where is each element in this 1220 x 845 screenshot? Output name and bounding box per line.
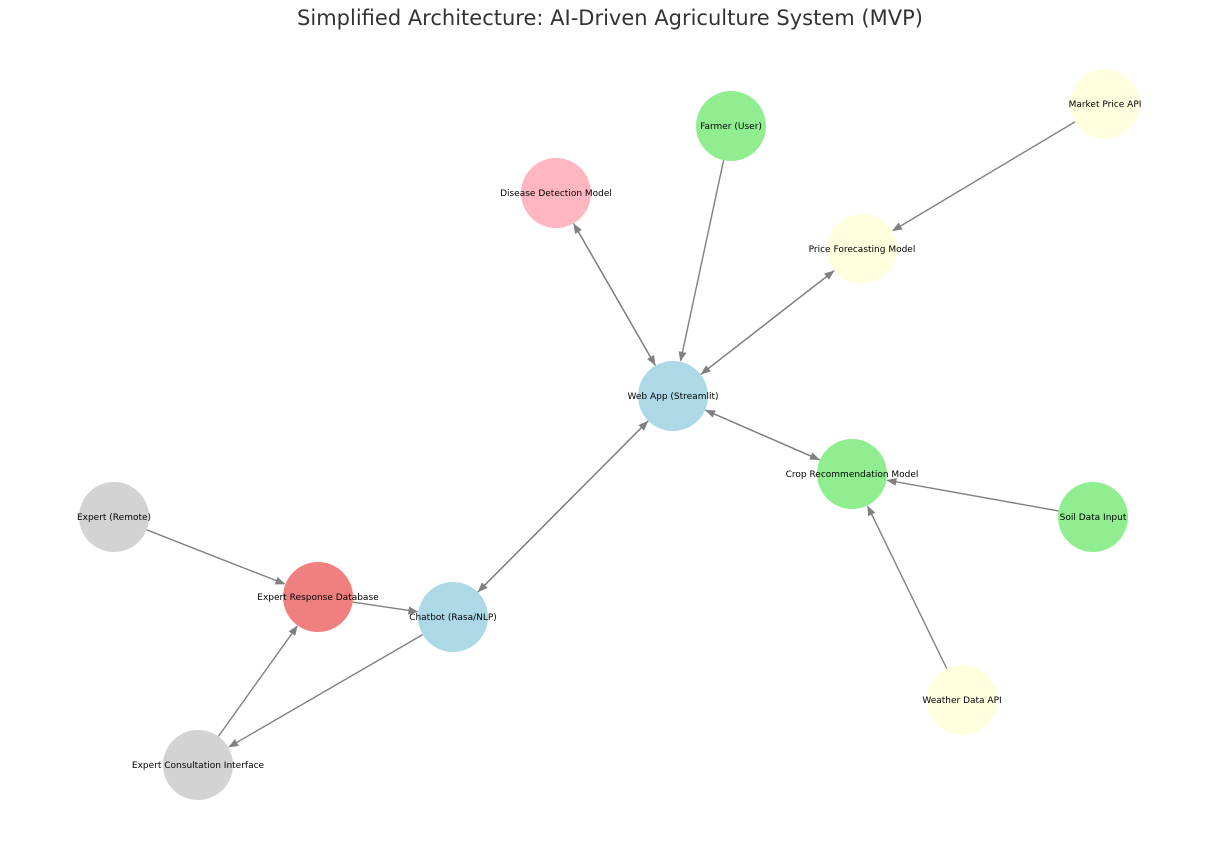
- node-label-expert: Expert (Remote): [77, 513, 151, 523]
- node-expert: Expert (Remote): [77, 482, 151, 552]
- node-market: Market Price API: [1069, 69, 1142, 139]
- node-circle-expertdb: [283, 562, 353, 632]
- node-label-weather: Weather Data API: [922, 696, 1001, 706]
- node-label-expertdb: Expert Response Database: [257, 593, 379, 603]
- node-label-price: Price Forecasting Model: [809, 245, 916, 255]
- edge-crop-to-webapp: [705, 409, 821, 461]
- node-circle-disease: [521, 158, 591, 228]
- edges-layer: [146, 121, 1076, 748]
- edge-market-to-price: [892, 121, 1076, 232]
- edge-soil-to-crop: [886, 477, 1059, 512]
- edge-disease-to-webapp: [572, 222, 656, 366]
- node-circle-crop: [817, 439, 887, 509]
- node-label-farmer: Farmer (User): [700, 122, 762, 132]
- node-weather: Weather Data API: [922, 665, 1002, 735]
- node-label-market: Market Price API: [1069, 100, 1142, 110]
- node-label-consult: Expert Consultation Interface: [132, 761, 265, 771]
- node-label-webapp: Web App (Streamlit): [627, 392, 718, 402]
- node-disease: Disease Detection Model: [500, 158, 612, 228]
- diagram-title: Simplified Architecture: AI-Driven Agric…: [297, 6, 923, 30]
- node-circle-expert: [79, 482, 149, 552]
- node-circle-market: [1070, 69, 1140, 139]
- node-webapp: Web App (Streamlit): [627, 361, 719, 431]
- node-label-chatbot: Chatbot (Rasa/NLP): [409, 613, 497, 623]
- node-soil: Soil Data Input: [1058, 482, 1128, 552]
- edge-expert-to-expertdb: [146, 529, 286, 585]
- node-price: Price Forecasting Model: [809, 214, 916, 284]
- nodes-layer: Farmer (User) Market Price API Disease Det…: [77, 69, 1141, 800]
- edge-weather-to-crop: [867, 505, 948, 669]
- edge-consult-to-expertdb: [217, 625, 298, 737]
- node-crop: Crop Recommendation Model: [786, 439, 919, 509]
- node-circle-consult: [163, 730, 233, 800]
- edge-price-to-webapp: [700, 269, 835, 375]
- node-circle-soil: [1058, 482, 1128, 552]
- edge-expertdb-to-chatbot: [352, 601, 419, 615]
- edge-chatbot-to-webapp: [477, 420, 649, 593]
- node-label-soil: Soil Data Input: [1060, 513, 1127, 523]
- node-circle-weather: [927, 665, 997, 735]
- node-consult: Expert Consultation Interface: [132, 730, 265, 800]
- node-farmer: Farmer (User): [696, 91, 766, 161]
- node-circle-farmer: [696, 91, 766, 161]
- node-circle-price: [827, 214, 897, 284]
- edge-chatbot-to-consult: [228, 633, 424, 748]
- node-chatbot: Chatbot (Rasa/NLP): [409, 582, 497, 652]
- node-label-crop: Crop Recommendation Model: [786, 470, 919, 480]
- edge-farmer-to-webapp: [678, 160, 725, 362]
- node-circle-webapp: [638, 361, 708, 431]
- node-expertdb: Expert Response Database: [257, 562, 379, 632]
- node-circle-chatbot: [418, 582, 488, 652]
- node-label-disease: Disease Detection Model: [500, 189, 612, 199]
